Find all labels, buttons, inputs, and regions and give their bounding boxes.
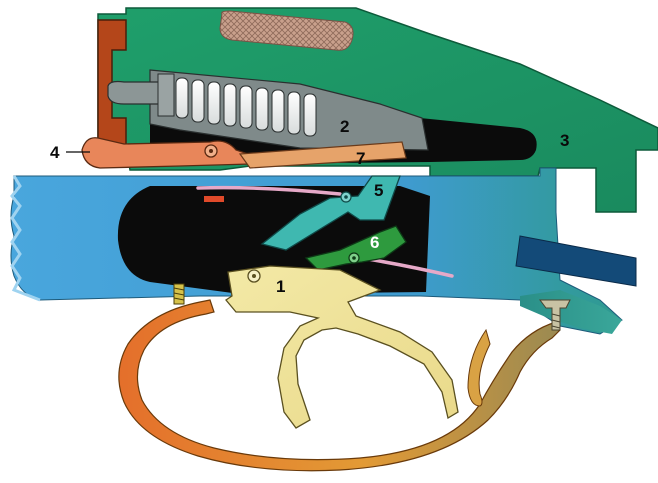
plunger-collar xyxy=(158,74,174,116)
front-screw xyxy=(174,284,184,304)
label-1: 1 xyxy=(276,277,285,296)
label-5: 5 xyxy=(374,181,383,200)
label-7: 7 xyxy=(356,149,365,168)
red-block xyxy=(204,196,224,202)
spring-plunger xyxy=(108,82,160,105)
label-6: 6 xyxy=(370,233,379,252)
label-2: 2 xyxy=(340,117,349,136)
label-4: 4 xyxy=(50,143,60,162)
label-3: 3 xyxy=(560,131,569,150)
